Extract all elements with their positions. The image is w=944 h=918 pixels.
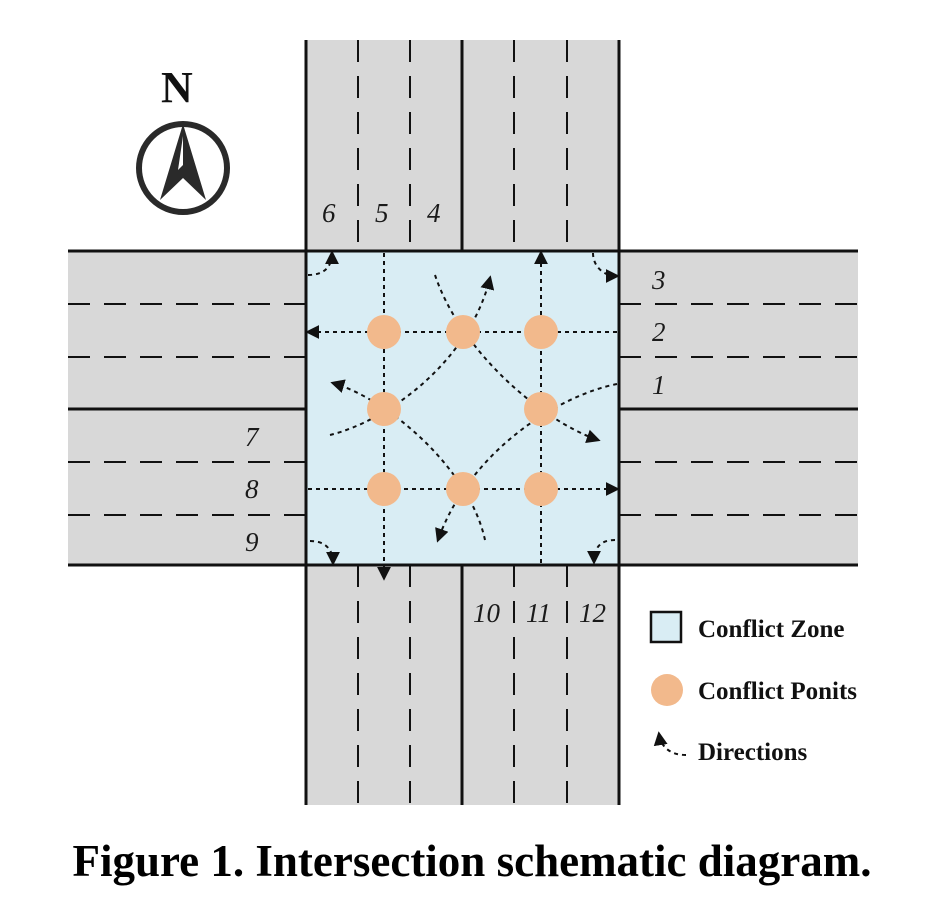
conflict-point [524, 315, 558, 349]
intersection-diagram: N 6 5 4 3 2 1 7 8 9 10 11 12 Conflict Zo… [68, 40, 858, 805]
road-edges [68, 40, 858, 805]
conflict-point [524, 472, 558, 506]
lane-number: 11 [526, 598, 551, 628]
conflict-point [446, 315, 480, 349]
compass-icon [136, 121, 230, 215]
conflict-zone [304, 249, 621, 567]
legend-conflict-zone-label: Conflict Zone [698, 616, 845, 643]
north-compass: N [136, 63, 230, 215]
legend-directions-label: Directions [698, 739, 808, 766]
lane-number: 9 [245, 527, 259, 557]
lane-number: 4 [427, 198, 441, 228]
conflict-point [367, 392, 401, 426]
lane-number: 3 [651, 265, 666, 295]
legend-direction-icon [653, 731, 687, 756]
conflict-point [446, 472, 480, 506]
conflict-points [367, 315, 558, 506]
north-label: N [161, 63, 193, 112]
lane-number: 5 [375, 198, 389, 228]
lane-number: 12 [579, 598, 606, 628]
conflict-point [367, 472, 401, 506]
lane-number: 2 [652, 317, 666, 347]
lane-dividers [68, 40, 858, 805]
lane-number: 10 [473, 598, 501, 628]
lane-number: 7 [245, 422, 260, 452]
lane-number: 1 [652, 370, 666, 400]
legend-conflict-zone-swatch [649, 610, 683, 644]
conflict-point [367, 315, 401, 349]
legend-conflict-point-swatch [651, 674, 683, 706]
lane-numbers: 6 5 4 3 2 1 7 8 9 10 11 12 [245, 198, 666, 628]
figure-caption: Figure 1. Intersection schematic diagram… [72, 836, 872, 886]
conflict-point [524, 392, 558, 426]
legend: Conflict Zone Conflict Ponits Directions [649, 610, 857, 766]
lane-number: 6 [322, 198, 336, 228]
lane-number: 8 [245, 474, 259, 504]
legend-conflict-points-label: Conflict Ponits [698, 678, 857, 705]
